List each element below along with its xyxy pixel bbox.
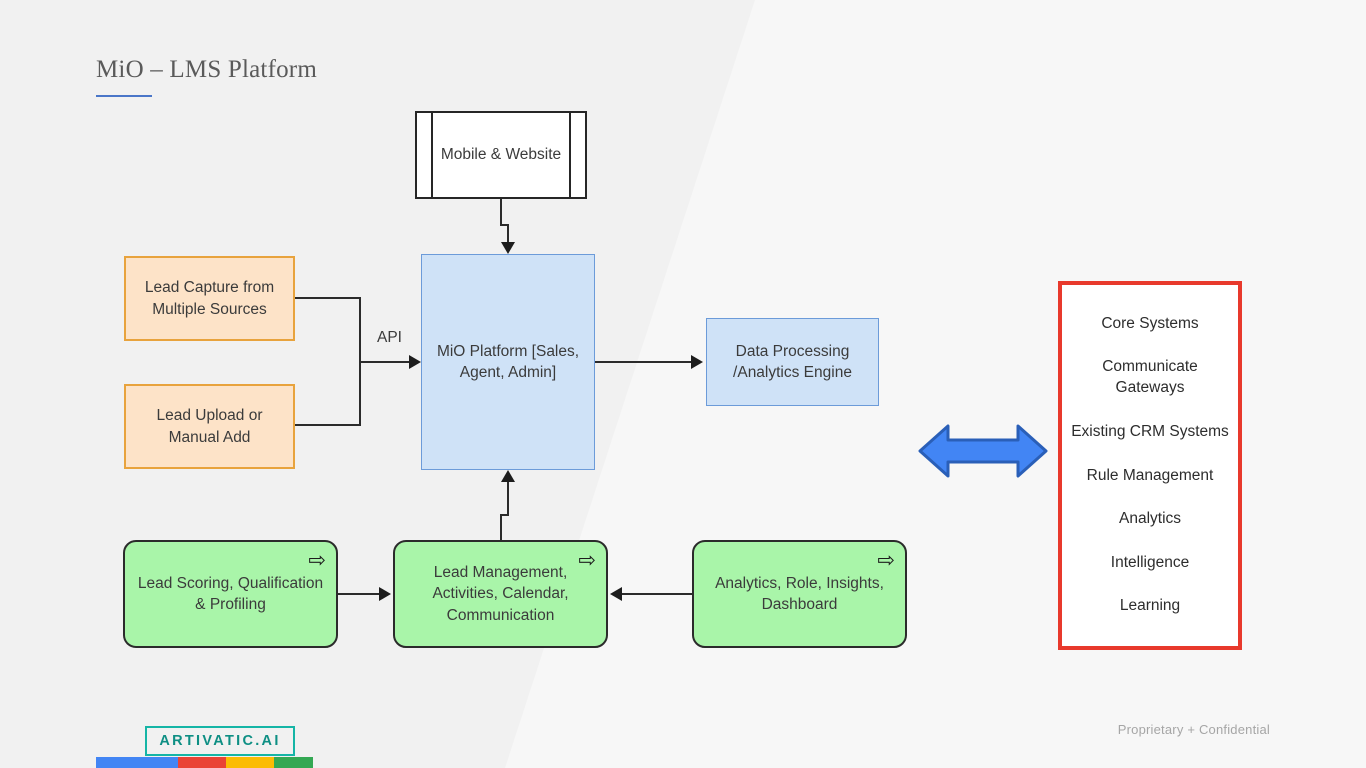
arrowhead-into-platform-bottom bbox=[501, 470, 515, 482]
title-underline-rule bbox=[96, 95, 152, 97]
artivatic-logo: ARTIVATIC.AI bbox=[145, 726, 295, 756]
node-lead-upload-label: Lead Upload or Manual Add bbox=[156, 407, 263, 446]
color-bar-segment-blue bbox=[96, 757, 179, 768]
node-lead-capture[interactable]: Lead Capture from Multiple Sources bbox=[124, 256, 295, 341]
connector-mobile-to-platform-seg2 bbox=[507, 224, 509, 243]
node-lead-scoring-label: Lead Scoring, Qualification & Profiling bbox=[137, 574, 324, 613]
panel-item-existing-crm-systems: Existing CRM Systems bbox=[1071, 422, 1229, 440]
node-mobile-website[interactable]: Mobile & Website bbox=[415, 111, 587, 199]
connector-mobile-to-platform-seg1 bbox=[500, 199, 502, 225]
panel-item-core-systems: Core Systems bbox=[1101, 314, 1199, 332]
node-lead-scoring[interactable]: ⇨ Lead Scoring, Qualification & Profilin… bbox=[123, 540, 338, 648]
node-lead-management-label: Lead Management, Activities, Calendar, C… bbox=[432, 563, 569, 624]
node-lead-upload[interactable]: Lead Upload or Manual Add bbox=[124, 384, 295, 469]
connector-management-to-platform-seg1 bbox=[500, 515, 502, 540]
color-bar-segment-red bbox=[178, 757, 227, 768]
integration-capabilities-panel[interactable]: Core Systems Communicate Gateways Existi… bbox=[1058, 281, 1242, 650]
arrowhead-into-platform-top bbox=[501, 242, 515, 254]
color-bar-segment-yellow bbox=[226, 757, 274, 768]
arrowhead-into-data-processing bbox=[691, 355, 703, 369]
color-bar-segment-green bbox=[273, 757, 313, 768]
connector-analytics-to-management bbox=[622, 593, 692, 595]
connector-lead-upload-out bbox=[295, 424, 361, 426]
connector-api-into-platform bbox=[359, 361, 411, 363]
right-arrow-icon: ⇨ bbox=[877, 549, 895, 572]
logo-text: ARTIVATIC.AI bbox=[159, 733, 281, 749]
connector-scoring-to-management bbox=[338, 593, 380, 595]
confidentiality-note: Proprietary + Confidential bbox=[1117, 722, 1270, 737]
title-block: MiO – LMS Platform bbox=[96, 56, 317, 97]
node-analytics-role[interactable]: ⇨ Analytics, Role, Insights, Dashboard bbox=[692, 540, 907, 648]
arrowhead-into-platform-left bbox=[409, 355, 421, 369]
panel-item-communicate-gateways: Communicate Gateways bbox=[1102, 358, 1198, 397]
panel-item-analytics: Analytics bbox=[1118, 510, 1182, 528]
node-lead-management[interactable]: ⇨ Lead Management, Activities, Calendar,… bbox=[393, 540, 608, 648]
right-arrow-icon: ⇨ bbox=[308, 549, 326, 572]
node-analytics-role-label: Analytics, Role, Insights, Dashboard bbox=[715, 574, 884, 613]
brand-color-bar bbox=[96, 757, 313, 768]
connector-lead-capture-out bbox=[295, 297, 361, 299]
edge-label-api: API bbox=[377, 329, 402, 346]
node-mio-platform[interactable]: MiO Platform [Sales, Agent, Admin] bbox=[421, 254, 595, 470]
panel-item-intelligence: Intelligence bbox=[1110, 553, 1190, 571]
predefined-process-bar-right bbox=[569, 113, 571, 197]
node-data-processing-label: Data Processing /Analytics Engine bbox=[733, 342, 852, 381]
page-title: MiO – LMS Platform bbox=[96, 56, 317, 83]
arrowhead-into-lead-management-left bbox=[379, 587, 391, 601]
connector-mobile-to-platform-jog bbox=[500, 224, 509, 226]
connector-platform-to-data-processing bbox=[595, 361, 691, 363]
node-data-processing[interactable]: Data Processing /Analytics Engine bbox=[706, 318, 879, 406]
panel-item-learning: Learning bbox=[1119, 597, 1181, 615]
node-mobile-website-label: Mobile & Website bbox=[440, 146, 562, 164]
panel-item-rule-management: Rule Management bbox=[1086, 466, 1214, 484]
connector-management-to-platform-jog bbox=[500, 514, 509, 516]
connector-management-to-platform-seg2 bbox=[507, 482, 509, 515]
right-arrow-icon: ⇨ bbox=[578, 549, 596, 572]
predefined-process-bar-left bbox=[431, 113, 433, 197]
node-lead-capture-label: Lead Capture from Multiple Sources bbox=[144, 279, 275, 318]
bidirectional-integration-arrow-icon bbox=[918, 424, 1048, 478]
arrowhead-into-lead-management-right bbox=[610, 587, 622, 601]
node-mio-platform-label: MiO Platform [Sales, Agent, Admin] bbox=[436, 342, 580, 381]
